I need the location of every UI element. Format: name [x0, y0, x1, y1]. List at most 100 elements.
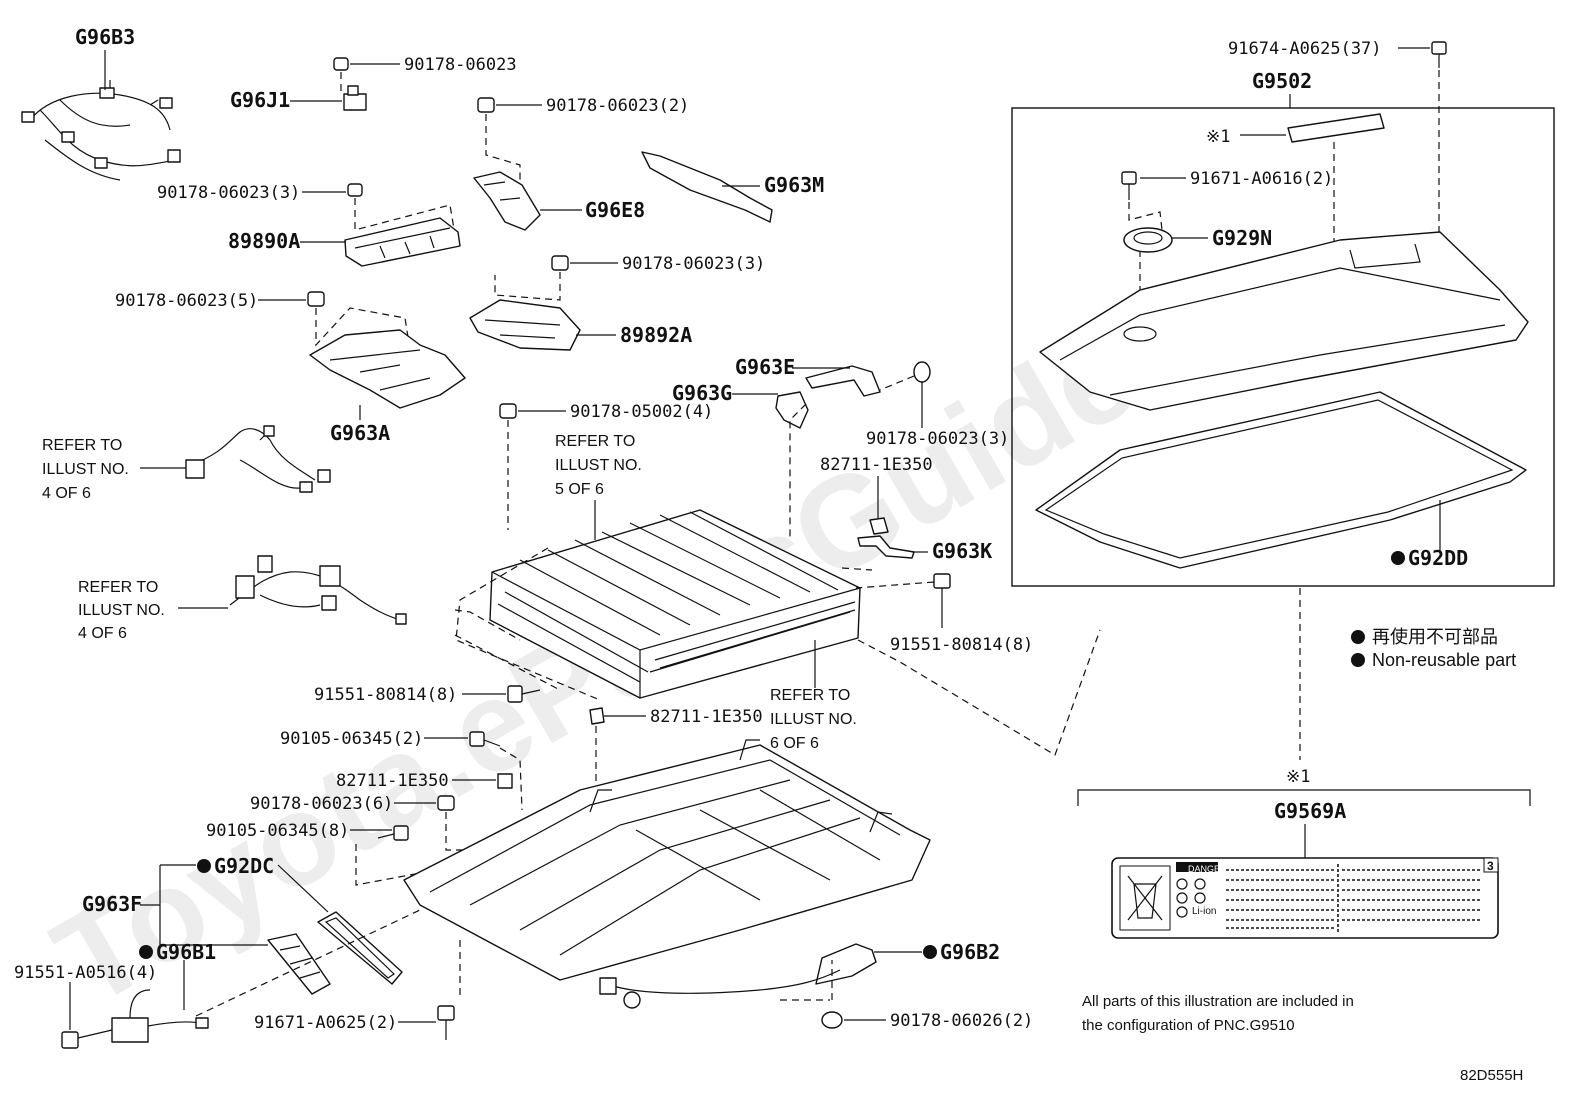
label-g96e8: G96E8 [585, 198, 645, 222]
gasket-g92dd [1035, 391, 1527, 569]
bracket-g963e [805, 365, 881, 397]
bolt-91551-80814-right [933, 573, 951, 600]
svg-text:ILLUST NO.: ILLUST NO. [555, 457, 642, 474]
label-g9569a: G9569A [1274, 799, 1346, 823]
svg-text:REFER TO: REFER TO [78, 579, 158, 596]
bolt-90105-06345-2 [469, 731, 501, 747]
label-90178-05002-4: 90178-05002(4) [570, 402, 713, 422]
nut-90178-05002 [499, 403, 517, 419]
label-82711-1e350-b: 82711-1E350 [650, 707, 763, 727]
illustration-code: 82D555H [1460, 1067, 1523, 1084]
svg-text:REFER TO: REFER TO [555, 433, 635, 450]
plug-g929n [1123, 227, 1173, 253]
nut-89890a [347, 183, 363, 197]
label-g92dc: G92DC [214, 854, 274, 878]
label-g963g: G963G [672, 381, 732, 405]
battery-tray [403, 739, 931, 981]
label-90178-06023-a: 90178-06023 [404, 55, 517, 75]
nonreusable-dot-g92dd [1391, 551, 1405, 565]
caution-label-plate-g9569a: DANGER Li-ion 3 [1111, 857, 1499, 939]
bolt-91551-80814-left [507, 685, 541, 703]
nonreusable-dot-g96b1 [139, 945, 153, 959]
label-g963e: G963E [735, 355, 795, 379]
caution-label-sticker [1287, 113, 1385, 143]
label-90178-06023-3b: 90178-06023(3) [622, 254, 765, 274]
ecu-89892a [469, 299, 581, 351]
wire-harness-g96b3 [21, 80, 181, 181]
label-g963a: G963A [330, 421, 390, 445]
nut-89892a [551, 255, 569, 271]
refer-note-4of6-b: REFER TO ILLUST NO. 4 OF 6 [78, 579, 165, 642]
svg-text:REFER TO: REFER TO [42, 437, 122, 454]
bracket-g963k [857, 535, 915, 559]
nonreusable-dot-g96b2 [923, 945, 937, 959]
label-90178-06023-2: 90178-06023(2) [546, 96, 689, 116]
bolt-91674-a0625 [1431, 41, 1447, 68]
nut-90178-06023-3c [913, 361, 931, 383]
label-89892a: 89892A [620, 323, 692, 347]
label-plate-number: 3 [1487, 859, 1494, 873]
label-g96b2: G96B2 [940, 940, 1000, 964]
label-91674-a0625-37: 91674-A0625(37) [1228, 39, 1382, 59]
bolt-91551-a0516 [61, 1029, 113, 1049]
nut-90178-06023-top [333, 57, 400, 71]
label-mark1b: ※1 [1286, 767, 1310, 787]
legend-dot-jp [1351, 630, 1365, 644]
nonreusable-dot-g92dc [197, 859, 211, 873]
clamp-82711-b [589, 707, 605, 725]
label-g929n: G929N [1212, 226, 1272, 250]
clamp-82711-c [497, 773, 513, 789]
legend-dot-en [1351, 653, 1365, 667]
label-82711-1e350-a: 82711-1E350 [820, 455, 933, 475]
footnote-line1: All parts of this illustration are inclu… [1082, 993, 1354, 1010]
bolt-91671-a0616 [1121, 171, 1137, 200]
svg-text:REFER TO: REFER TO [770, 687, 850, 704]
svg-text:ILLUST NO.: ILLUST NO. [42, 461, 129, 478]
legend-en: Non-reusable part [1372, 650, 1516, 670]
label-g96b1: G96B1 [156, 940, 216, 964]
label-90178-06023-5: 90178-06023(5) [115, 291, 258, 311]
bracket-g963m [641, 151, 773, 223]
sensor-g96b1 [111, 989, 209, 1043]
label-mark1: ※1 [1206, 127, 1230, 147]
svg-text:ILLUST NO.: ILLUST NO. [78, 602, 165, 619]
label-90105-06345-2: 90105-06345(2) [280, 729, 423, 749]
label-90178-06023-6: 90178-06023(6) [250, 794, 393, 814]
label-90178-06026-2: 90178-06026(2) [890, 1011, 1033, 1031]
svg-text:6 OF 6: 6 OF 6 [770, 735, 819, 752]
label-91671-a0616-2: 91671-A0616(2) [1190, 169, 1333, 189]
harness-ref-4of6-b [229, 555, 407, 625]
bracket-g963a [309, 329, 466, 409]
label-g96j1: G96J1 [230, 88, 290, 112]
gasket-g92dc [317, 911, 403, 985]
label-82711-1e350-c: 82711-1E350 [336, 771, 449, 791]
label-g963m: G963M [764, 173, 824, 197]
label-91551-80814-8a: 91551-80814(8) [890, 635, 1033, 655]
harness-ref-4of6-a [185, 425, 331, 493]
nut-90178-06026 [821, 1011, 843, 1029]
label-91551-a0516-4: 91551-A0516(4) [14, 963, 157, 983]
label-91671-a0625-2: 91671-A0625(2) [254, 1013, 397, 1033]
label-g92dd: G92DD [1408, 546, 1468, 570]
nut-g96e8 [477, 97, 495, 113]
harness-g96b2 [599, 943, 877, 1009]
label-91551-80814-8b: 91551-80814(8) [314, 685, 457, 705]
label-89890a: 89890A [228, 229, 300, 253]
clamp-82711-a [869, 517, 889, 535]
svg-text:4 OF 6: 4 OF 6 [42, 485, 91, 502]
ecu-89890a [344, 217, 461, 267]
label-g963f: G963F [82, 892, 142, 916]
label-90178-06023-3a: 90178-06023(3) [157, 183, 300, 203]
svg-text:4 OF 6: 4 OF 6 [78, 625, 127, 642]
refer-note-5of6: REFER TO ILLUST NO. 5 OF 6 [555, 433, 642, 498]
label-90178-06023-3c: 90178-06023(3) [866, 429, 1009, 449]
sensor-g96j1 [343, 85, 367, 111]
footnote-line2: the configuration of PNC.G9510 [1082, 1017, 1295, 1034]
svg-text:ILLUST NO.: ILLUST NO. [770, 711, 857, 728]
battery-stack [489, 509, 861, 699]
nut-g963a [307, 291, 325, 307]
legend-jp: 再使用不可部品 [1372, 627, 1498, 647]
label-g963k: G963K [932, 539, 992, 563]
nut-90178-06023-6 [437, 795, 455, 811]
